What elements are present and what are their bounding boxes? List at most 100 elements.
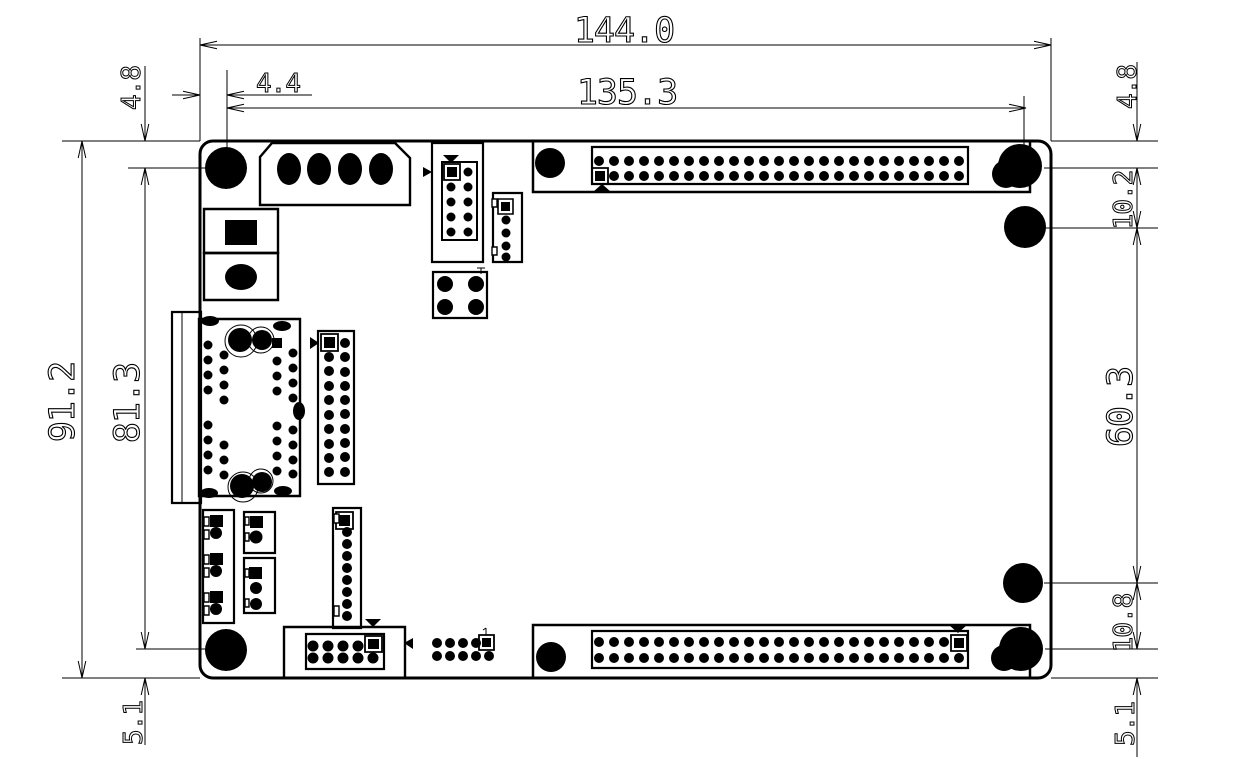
arrowhead <box>227 91 244 99</box>
edge-bottom-row1-pin <box>654 637 664 647</box>
header-2x5-free-row1-pin <box>471 638 481 648</box>
edge-bottom-row2-pin <box>759 653 769 663</box>
din-col-inner-right-pin <box>272 421 282 431</box>
header-2x5-free-row2-pin <box>458 651 468 661</box>
edge-top-row1-pin <box>789 156 799 166</box>
header-2x5-bottom-row1-pin <box>352 640 364 652</box>
edge-top-row1-pin <box>699 156 709 166</box>
header-1x9-col-pin <box>342 575 352 585</box>
din-col-inner-right-pin <box>272 451 282 461</box>
edge-bottom-row2-pin <box>939 653 949 663</box>
din-col-outer-right-pin <box>288 378 298 388</box>
square-pad <box>954 638 964 648</box>
header-2x10-col1-pin <box>324 410 334 420</box>
edge-bottom-row2-pin <box>669 653 679 663</box>
edge-top-row2-pin <box>714 171 724 181</box>
header-2x5-bottom-row2-pin <box>352 652 364 664</box>
edge-top-row1-pin <box>894 156 904 166</box>
din-col-inner-left-pin <box>219 470 229 480</box>
edge-header-bottom-pins <box>592 631 968 668</box>
notch <box>245 569 249 577</box>
edge-bottom-row2-pin <box>699 653 709 663</box>
arrowhead <box>78 661 86 678</box>
edge-top-row2-pin <box>864 171 874 181</box>
din-col-outer-left-pin <box>203 420 213 430</box>
header-1x9-col-pin <box>342 563 352 573</box>
arrowhead <box>141 632 149 649</box>
edge-bottom-row1-pin <box>924 637 934 647</box>
dim-bottom-offset-left: 5.1 <box>119 701 149 745</box>
edge-bottom-row1-pin <box>714 637 724 647</box>
din-col-outer-left-pin <box>203 340 213 350</box>
mounting-hole <box>992 160 1020 188</box>
square-pad <box>210 591 223 603</box>
block-4-pin <box>433 272 487 318</box>
header-2x10-col2-pin <box>340 395 350 405</box>
edge-top-row1-pin <box>879 156 889 166</box>
edge-top-row1-pin <box>729 156 739 166</box>
header-2x5-col2-pin <box>463 212 473 222</box>
square-pad <box>250 516 263 528</box>
header-1x9-col-pin <box>342 599 352 609</box>
block4-row2-pin <box>437 299 453 315</box>
notch <box>245 599 249 607</box>
din-col-outer-left-pin <box>203 465 213 475</box>
header-2x5-col2-pin <box>463 197 473 207</box>
edge-bottom-row2-pin <box>654 653 664 663</box>
edge-bottom-row1-pin <box>609 637 619 647</box>
mounting-hole <box>535 148 565 178</box>
square-pad <box>272 338 282 348</box>
edge-top-row1-pin <box>939 156 949 166</box>
edge-bottom-row2-pin <box>924 653 934 663</box>
dim-right-hole-gap-top: 10.2 <box>1109 171 1139 230</box>
header-2x10-col1-pin <box>324 395 334 405</box>
oval-pad <box>200 488 218 498</box>
din-col-outer-left-pin <box>203 435 213 445</box>
edge-bottom-row1-pin <box>834 637 844 647</box>
square-pad <box>447 167 457 177</box>
header-2x5-bottom-row2-pin <box>307 652 319 664</box>
edge-top-row2-pin <box>744 171 754 181</box>
din-large-pad <box>230 474 254 498</box>
square-pad <box>210 553 223 565</box>
edge-bottom-row2-pin <box>789 653 799 663</box>
arrowhead <box>183 91 200 99</box>
din-col-inner-right-pin <box>272 356 282 366</box>
pin1-box <box>321 334 338 351</box>
pin1-box <box>365 636 382 652</box>
dim-hole-span-width: 135.3 <box>577 73 677 113</box>
edge-top-row1-pin <box>594 156 604 166</box>
notch <box>204 593 209 602</box>
terminal-2pin <box>244 512 275 553</box>
square-pad <box>324 337 335 348</box>
din-col-inner-left-pin <box>219 365 229 375</box>
din-col-inner-right-pin <box>272 466 282 476</box>
edge-bottom-row2-pin <box>639 653 649 663</box>
terminal-3pin-dots-pin <box>250 582 262 594</box>
header-2x5-bottom-row2-pin <box>322 652 334 664</box>
arrowhead <box>1133 632 1141 649</box>
header-2x10-col2-pin <box>340 338 350 348</box>
dim-hole-offset-left: 4.4 <box>256 69 300 99</box>
arrowhead <box>1009 104 1026 112</box>
header-2x10-col1-pin <box>324 381 334 391</box>
marker-right-arrow <box>310 337 319 349</box>
header-2x10-col1-pin <box>324 352 334 362</box>
header-2x5-free-row2-pin <box>432 651 442 661</box>
din-col-outer-left-pin <box>203 355 213 365</box>
terminal-column-dots-pin <box>210 603 222 615</box>
dim-top-edge-to-hole-left: 4.8 <box>117 66 147 110</box>
notch <box>245 517 249 525</box>
header-2x5-bottom-pins <box>306 634 384 669</box>
notch <box>334 606 339 616</box>
edge-top-row1-pin <box>669 156 679 166</box>
header-2x10-col2-pin <box>340 452 350 462</box>
arrowhead <box>78 141 86 158</box>
notch <box>492 247 497 255</box>
arrowhead <box>141 678 149 695</box>
header-2x5-free-row2-pin <box>471 651 481 661</box>
square-pad <box>249 567 262 579</box>
dimension-line <box>483 628 486 630</box>
din-col-inner-left-pin <box>219 395 229 405</box>
oval-pad <box>307 153 331 185</box>
